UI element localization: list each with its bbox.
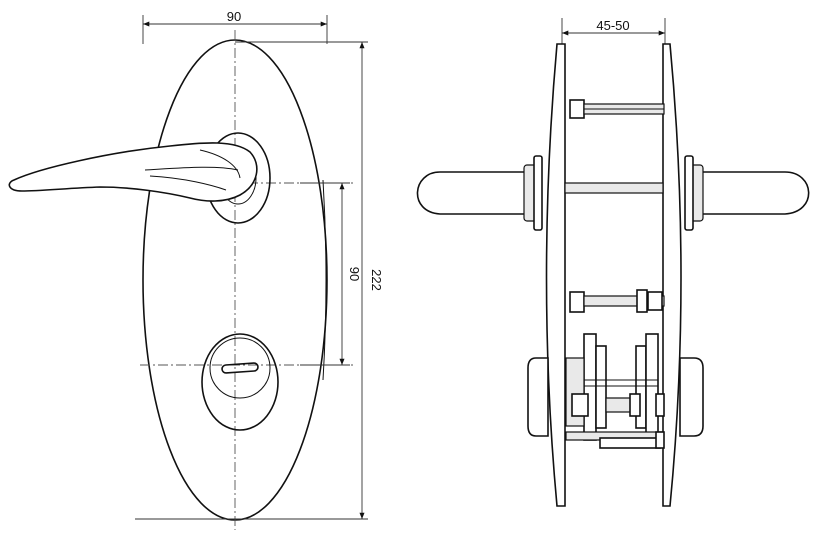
lever-handle [8,142,258,202]
center-distance-label: 90 [347,267,362,281]
right-lower-rose [679,357,704,437]
width-dimension-label: 90 [227,9,241,24]
middle-screw [569,289,665,313]
door-thickness-label: 45-50 [596,18,629,33]
left-lever-handle [416,171,529,215]
left-plate [545,43,566,507]
right-plate [662,43,682,507]
top-screw [569,99,665,119]
spindle [564,182,664,194]
lock-mechanism [565,333,665,449]
right-lever-handle [699,171,810,215]
total-height-label: 222 [369,269,384,291]
thumbturn-slot [221,362,259,374]
front-view: 90 90 222 [8,9,384,530]
left-lower-rose [527,357,549,437]
side-view: 45-50 [416,18,810,507]
thumbturn-rose [201,333,279,431]
